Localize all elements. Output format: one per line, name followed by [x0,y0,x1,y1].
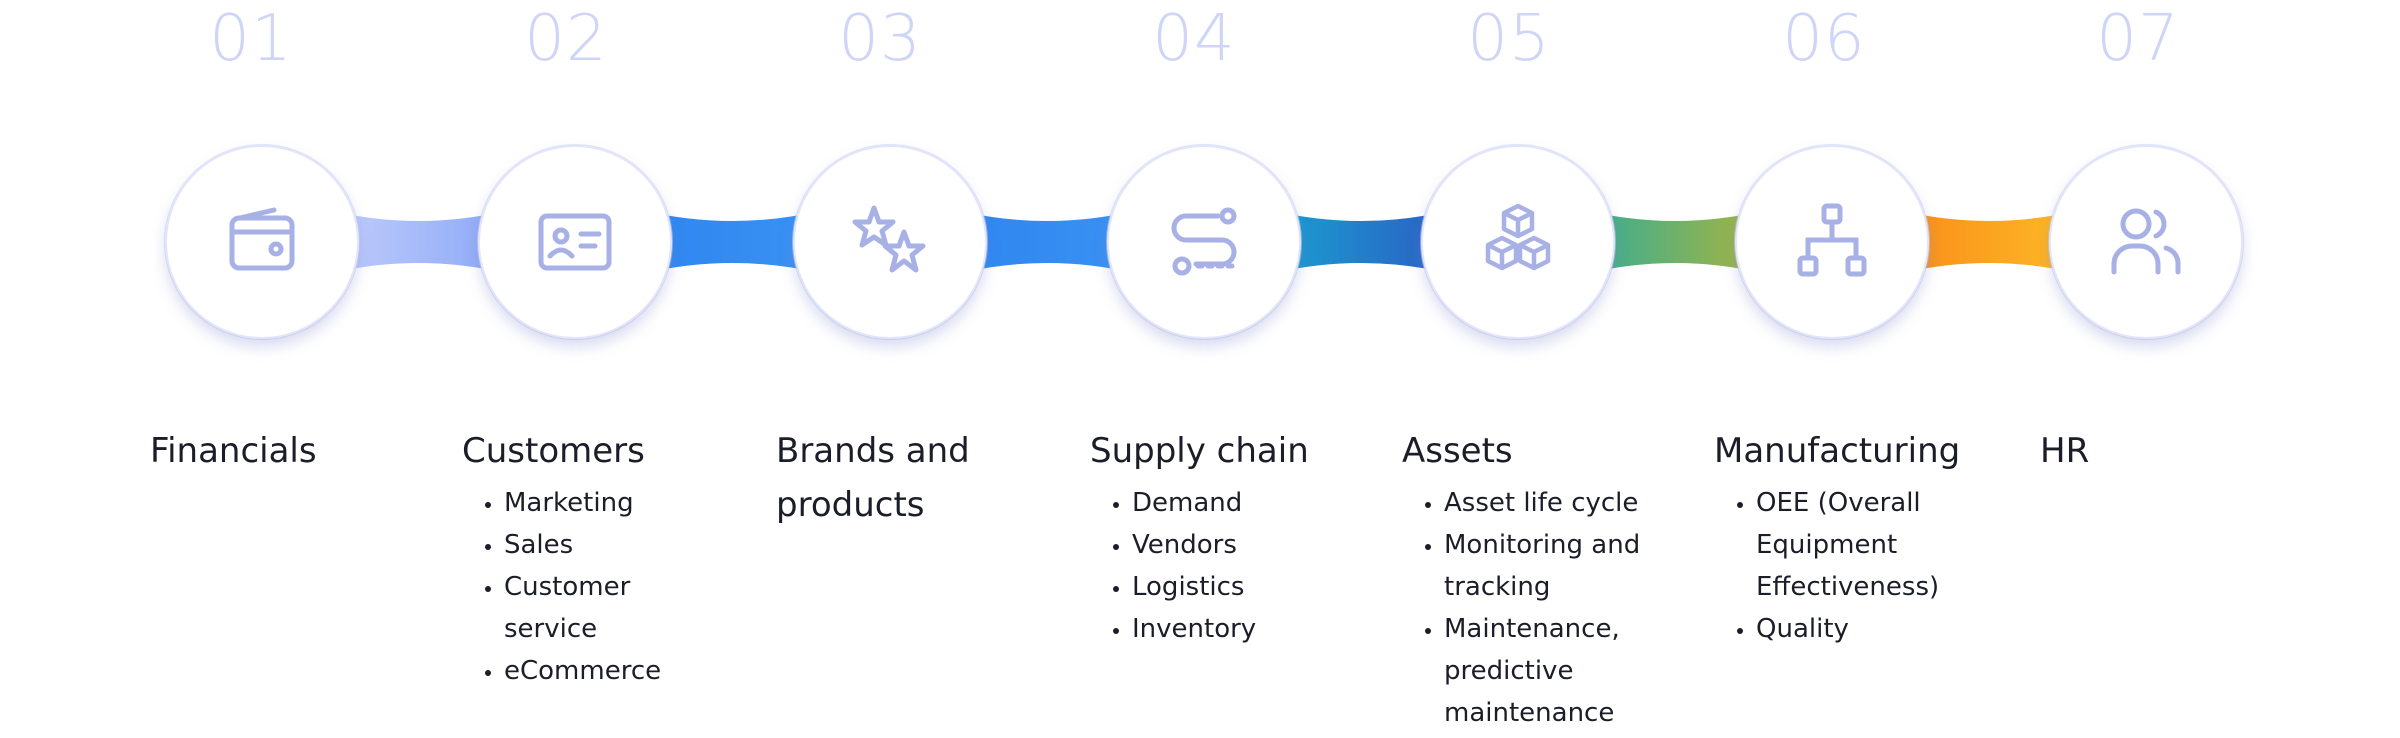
step-details-3: Brands and products [776,424,1006,532]
hierarchy-icon [1797,203,1867,277]
step-item-list: DemandVendorsLogisticsInventory [1090,482,1350,650]
id-card-icon [538,213,612,271]
step-circle-6 [1735,145,1929,339]
list-item: Logistics [1132,566,1350,608]
list-item: eCommerce [504,650,702,692]
step-number-4: 04 [1152,2,1236,76]
connector-2 [645,211,820,273]
step-details-4: Supply chainDemandVendorsLogisticsInvent… [1090,424,1350,650]
list-item: Customer service [504,566,702,650]
step-number-3: 03 [838,2,922,76]
list-item: Sales [504,524,702,566]
step-details-6: ManufacturingOEE (Overall Equipment Effe… [1714,424,1964,650]
step-circle-3 [793,145,987,339]
step-circle-5 [1421,145,1615,339]
stars-icon [852,205,926,273]
step-details-1: Financials [150,424,410,478]
list-item: Inventory [1132,608,1350,650]
connector-3 [960,211,1134,273]
route-icon [1171,207,1237,276]
step-circle-4 [1107,145,1301,339]
step-title: Assets [1402,431,1513,471]
step-title: Financials [150,431,317,471]
step-details-2: CustomersMarketingSalesCustomer servicee… [462,424,702,692]
list-item: Vendors [1132,524,1350,566]
step-circle-7 [2049,145,2243,339]
connector-1 [332,211,505,273]
step-number-2: 02 [524,2,608,76]
step-circle-1 [165,145,359,339]
step-details-5: AssetsAsset life cycleMonitoring and tra… [1402,424,1662,734]
step-number-5: 05 [1467,2,1551,76]
step-number-7: 07 [2096,2,2180,76]
step-title: Customers [462,431,645,471]
step-item-list: OEE (Overall Equipment Effectiveness)Qua… [1714,482,1964,650]
step-item-list: Asset life cycleMonitoring and trackingM… [1402,482,1662,734]
list-item: Maintenance, predictive maintenance [1444,608,1662,734]
users-icon [2111,208,2181,275]
list-item: OEE (Overall Equipment Effectiveness) [1756,482,1964,608]
connector-4 [1274,211,1448,273]
connector-6 [1902,211,2076,273]
step-item-list: MarketingSalesCustomer serviceeCommerce [462,482,702,692]
list-item: Demand [1132,482,1350,524]
cubes-icon [1485,203,1551,271]
step-title: HR [2040,431,2090,471]
list-item: Marketing [504,482,702,524]
step-number-6: 06 [1782,2,1866,76]
list-item: Asset life cycle [1444,482,1662,524]
connector-5 [1588,211,1762,273]
step-details-7: HR [2040,424,2240,478]
list-item: Monitoring and tracking [1444,524,1662,608]
step-number-1: 01 [209,2,293,76]
step-title: Brands and products [776,431,970,525]
step-title: Supply chain [1090,431,1309,471]
step-title: Manufacturing [1714,431,1961,471]
wallet-icon [229,207,295,271]
list-item: Quality [1756,608,1964,650]
step-circle-2 [478,145,672,339]
